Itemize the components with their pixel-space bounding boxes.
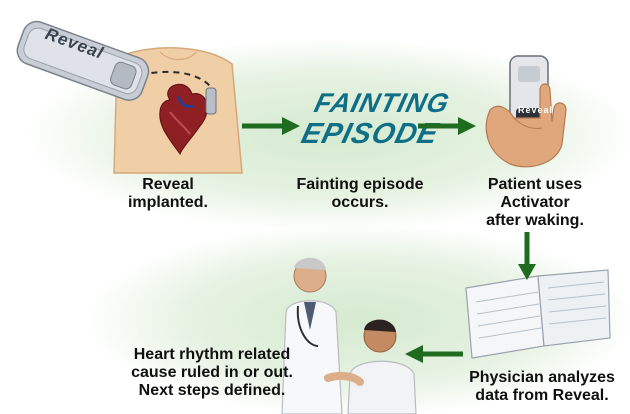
- step-caption-activator: Patient uses Activator after waking.: [460, 176, 610, 230]
- arrow-analyze-to-outcome: [405, 344, 463, 364]
- activator-logo-text: Reveal: [518, 105, 553, 115]
- step-caption-implant: Reveal implanted.: [98, 176, 238, 212]
- step-caption-outcome: Heart rhythm related cause ruled in or o…: [112, 346, 312, 400]
- step-caption-analyze: Physician analyzes data from Reveal.: [456, 369, 628, 405]
- fainting-wordmark: FAINTING: [311, 88, 453, 119]
- arrow-activator-to-analyze: [517, 232, 537, 282]
- data-printout-illustration: [458, 268, 618, 363]
- arrow-implant-to-fainting: [242, 116, 302, 136]
- arrow-fainting-to-activator: [418, 116, 478, 136]
- step-caption-fainting: Fainting episode occurs.: [280, 176, 440, 212]
